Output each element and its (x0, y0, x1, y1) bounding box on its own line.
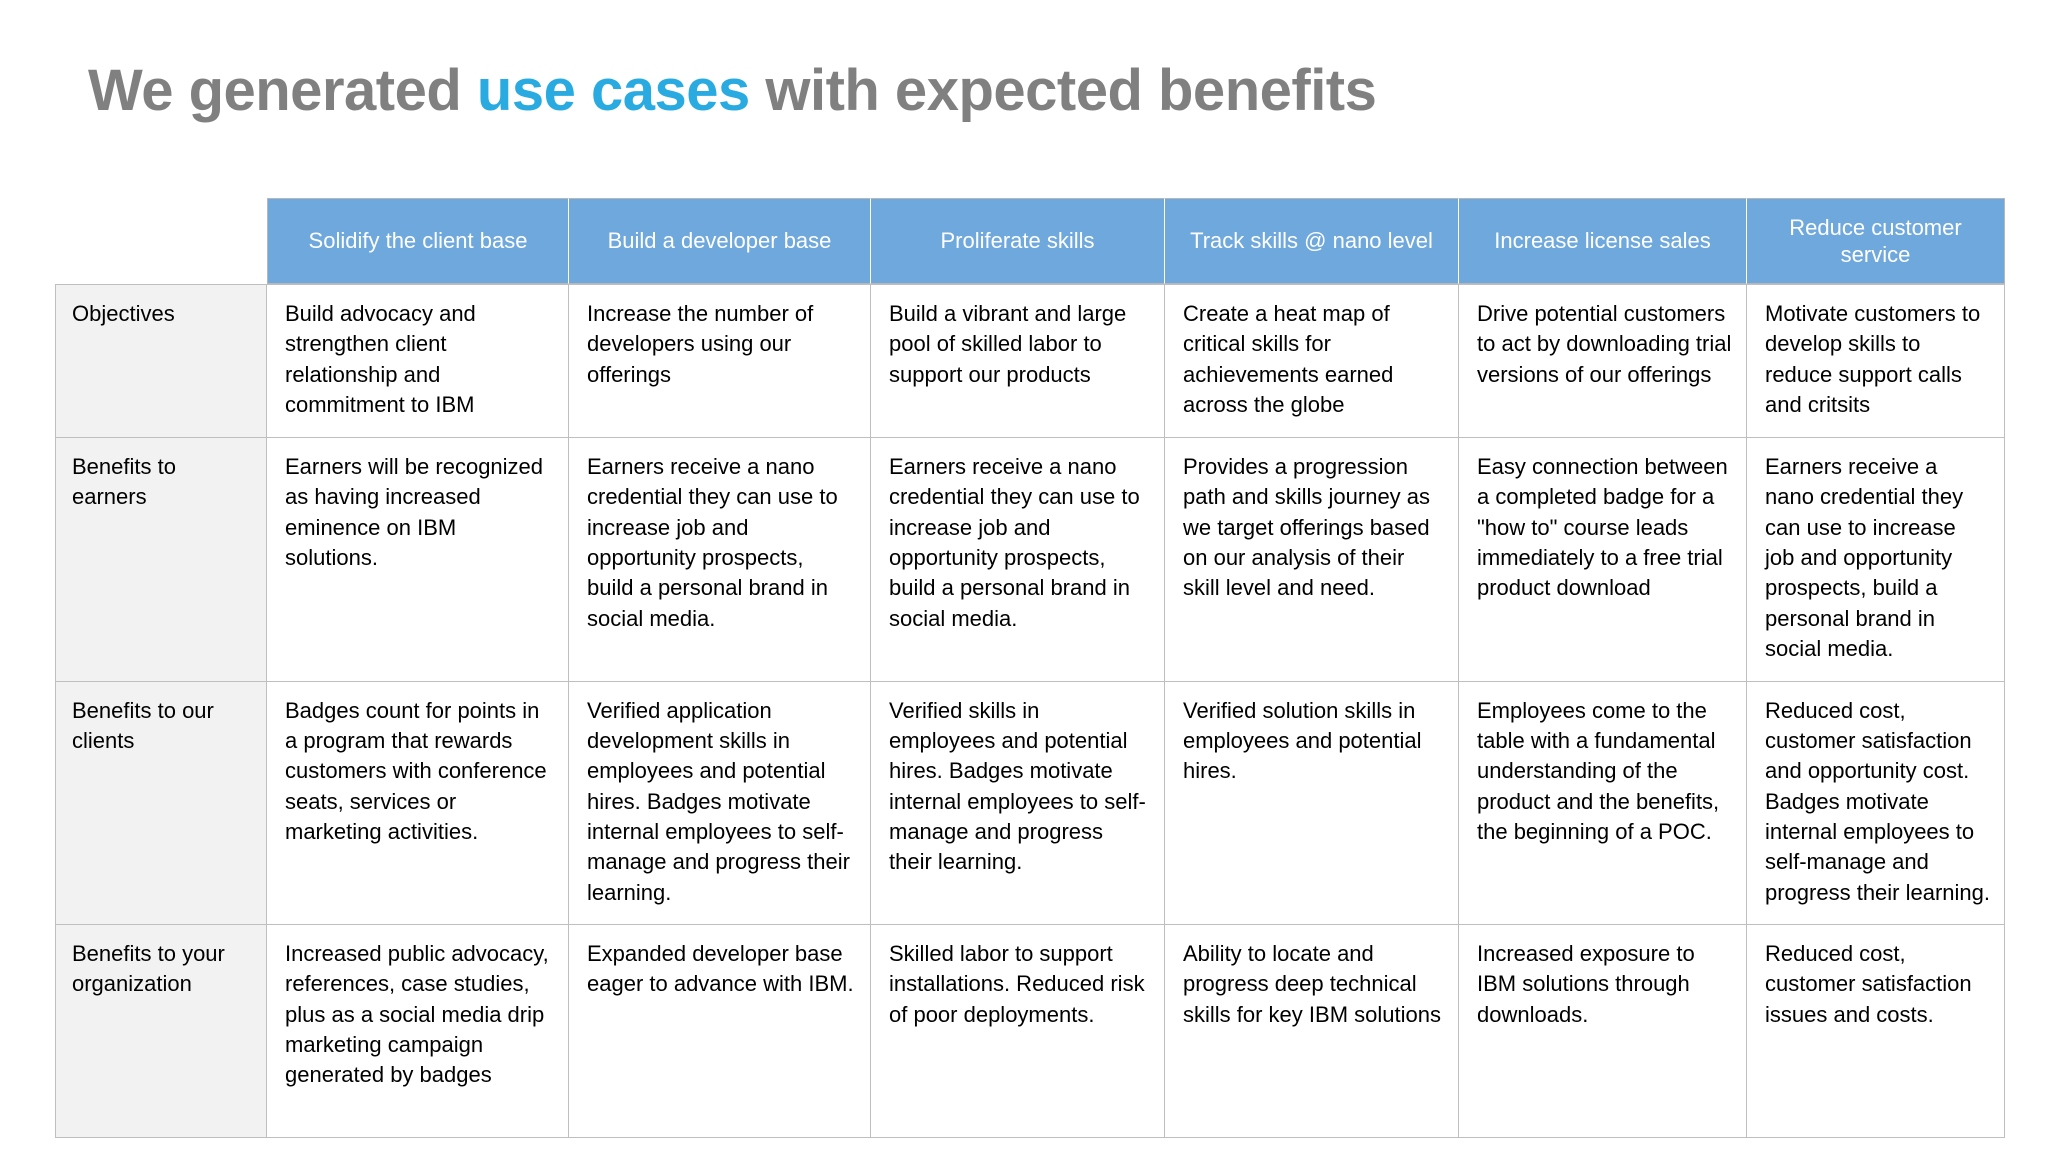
cell-benefits-to-your-organization-solidify-the-client-base: Increased public advocacy, references, c… (267, 925, 569, 1139)
cell-benefits-to-earners-track-skills-nano-level: Provides a progression path and skills j… (1165, 438, 1459, 682)
cell-benefits-to-your-organization-increase-license-sales: Increased exposure to IBM solutions thro… (1459, 925, 1747, 1139)
table-header: Solidify the client base Build a develop… (55, 198, 2005, 284)
cell-benefits-to-our-clients-reduce-customer-service: Reduced cost, customer satisfaction and … (1747, 681, 2005, 926)
cell-benefits-to-earners-reduce-customer-service: Earners receive a nano credential they c… (1747, 438, 2005, 682)
table-row: Benefits to earners Earners will be reco… (55, 438, 2005, 682)
column-header-reduce-customer-service: Reduce customer service (1747, 198, 2005, 284)
column-header-track-skills-nano-level: Track skills @ nano level (1165, 198, 1459, 284)
cell-benefits-to-earners-build-a-developer-base: Earners receive a nano credential they c… (569, 438, 871, 682)
page-title-part2: with expected benefits (749, 58, 1377, 123)
column-header-proliferate-skills: Proliferate skills (871, 198, 1165, 284)
use-case-benefits-table: Solidify the client base Build a develop… (55, 198, 2005, 1139)
cell-objectives-proliferate-skills: Build a vibrant and large pool of skille… (871, 284, 1165, 438)
table-row: Benefits to your organization Increased … (55, 925, 2005, 1139)
cell-benefits-to-our-clients-solidify-the-client-base: Badges count for points in a program tha… (267, 681, 569, 926)
table-body: Objectives Build advocacy and strengthen… (55, 284, 2005, 1139)
column-header-solidify-the-client-base: Solidify the client base (267, 198, 569, 284)
cell-objectives-build-a-developer-base: Increase the number of developers using … (569, 284, 871, 438)
row-label-objectives: Objectives (55, 284, 267, 438)
cell-benefits-to-our-clients-build-a-developer-base: Verified application development skills … (569, 681, 871, 926)
cell-objectives-solidify-the-client-base: Build advocacy and strengthen client rel… (267, 284, 569, 438)
row-label-benefits-to-earners: Benefits to earners (55, 438, 267, 682)
cell-objectives-track-skills-nano-level: Create a heat map of critical skills for… (1165, 284, 1459, 438)
column-header-build-a-developer-base: Build a developer base (569, 198, 871, 284)
table-row: Benefits to our clients Badges count for… (55, 681, 2005, 926)
page-title-accent: use cases (476, 58, 750, 123)
table-corner-cell (55, 198, 267, 284)
cell-benefits-to-your-organization-proliferate-skills: Skilled labor to support installations. … (871, 925, 1165, 1139)
cell-benefits-to-your-organization-reduce-customer-service: Reduced cost, customer satisfaction issu… (1747, 925, 2005, 1139)
page-title-part1: We generated (88, 58, 477, 123)
column-header-increase-license-sales: Increase license sales (1459, 198, 1747, 284)
use-case-table-container: Solidify the client base Build a develop… (55, 198, 2005, 1139)
table-header-row: Solidify the client base Build a develop… (55, 198, 2005, 284)
table-row: Objectives Build advocacy and strengthen… (55, 284, 2005, 438)
row-label-benefits-to-your-organization: Benefits to your organization (55, 925, 267, 1139)
cell-benefits-to-earners-proliferate-skills: Earners receive a nano credential they c… (871, 438, 1165, 682)
row-label-benefits-to-our-clients: Benefits to our clients (55, 681, 267, 926)
cell-objectives-increase-license-sales: Drive potential customers to act by down… (1459, 284, 1747, 438)
cell-objectives-reduce-customer-service: Motivate customers to develop skills to … (1747, 284, 2005, 438)
cell-benefits-to-our-clients-proliferate-skills: Verified skills in employees and potenti… (871, 681, 1165, 926)
cell-benefits-to-our-clients-increase-license-sales: Employees come to the table with a funda… (1459, 681, 1747, 926)
page-title: We generated use cases with expected ben… (88, 58, 1968, 125)
cell-benefits-to-earners-solidify-the-client-base: Earners will be recognized as having inc… (267, 438, 569, 682)
cell-benefits-to-earners-increase-license-sales: Easy connection between a completed badg… (1459, 438, 1747, 682)
cell-benefits-to-your-organization-build-a-developer-base: Expanded developer base eager to advance… (569, 925, 871, 1139)
cell-benefits-to-your-organization-track-skills-nano-level: Ability to locate and progress deep tech… (1165, 925, 1459, 1139)
cell-benefits-to-our-clients-track-skills-nano-level: Verified solution skills in employees an… (1165, 681, 1459, 926)
